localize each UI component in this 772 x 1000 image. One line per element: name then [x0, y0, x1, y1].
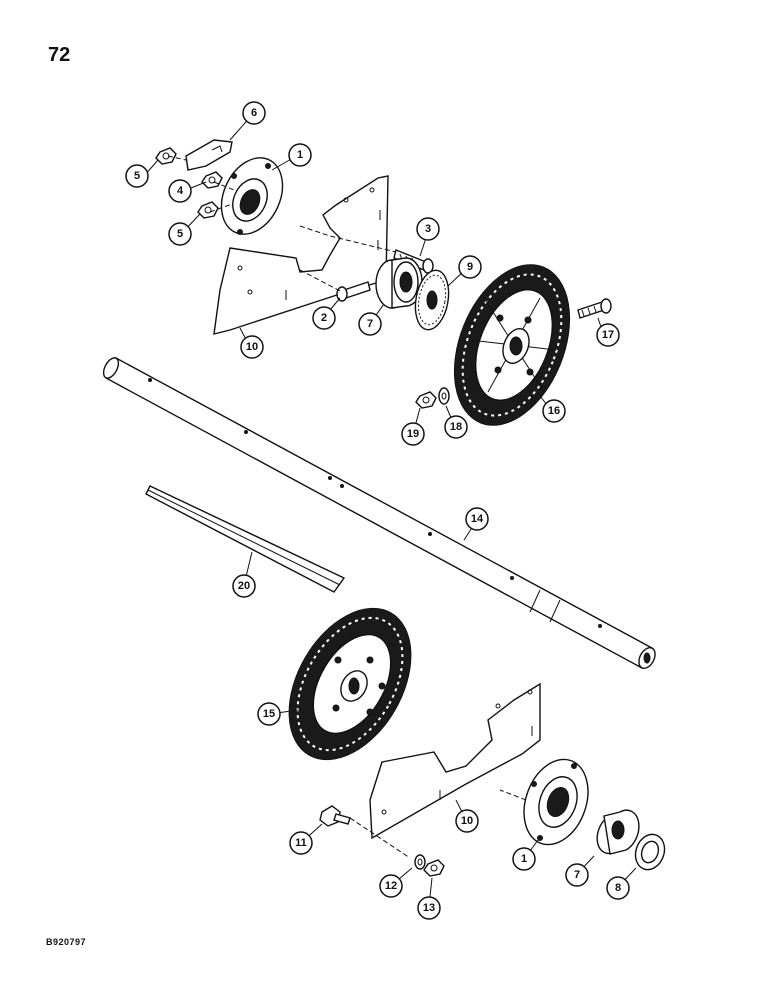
callout-1-lower: 1: [512, 847, 536, 871]
svg-text:7: 7: [574, 869, 580, 881]
page-number: 72: [48, 44, 71, 66]
svg-text:11: 11: [295, 837, 307, 849]
callout-16: 16: [542, 399, 566, 423]
svg-text:4: 4: [177, 185, 184, 197]
callout-13: 13: [417, 896, 441, 920]
svg-text:1: 1: [521, 853, 527, 865]
shaft: [102, 357, 656, 669]
nut-19: [415, 391, 437, 409]
svg-text:5: 5: [134, 170, 140, 182]
callout-1-upper: 1: [288, 143, 312, 167]
sprocket: [414, 269, 450, 331]
bolt-11: [319, 805, 351, 827]
svg-text:7: 7: [367, 318, 373, 330]
drawing-code: B920797: [46, 937, 87, 947]
callout-11: 11: [289, 831, 313, 855]
callout-10-upper: 10: [240, 335, 264, 359]
callout-10-lower: 10: [455, 809, 479, 833]
svg-text:9: 9: [467, 261, 473, 273]
disc-lower: [288, 607, 412, 761]
callout-20: 20: [232, 574, 256, 598]
locking-collar: [634, 833, 666, 871]
svg-text:2: 2: [321, 312, 327, 324]
callout-4: 4: [168, 179, 192, 203]
callout-19: 19: [401, 422, 425, 446]
svg-text:16: 16: [548, 405, 560, 417]
bracket-upper: [185, 139, 233, 171]
callout-9: 9: [458, 255, 482, 279]
svg-text:10: 10: [246, 341, 258, 353]
callout-7-upper: 7: [358, 312, 382, 336]
washer-18: [438, 387, 450, 405]
nut-4: [201, 171, 223, 189]
callout-17: 17: [596, 323, 620, 347]
callout-18: 18: [444, 415, 468, 439]
side-plate-lower: [369, 682, 541, 840]
svg-text:3: 3: [425, 223, 431, 235]
bearing-upper: [375, 257, 423, 309]
bearing-lower: [596, 809, 640, 855]
callout-14: 14: [465, 507, 489, 531]
svg-text:12: 12: [385, 880, 397, 892]
svg-text:18: 18: [450, 421, 462, 433]
nut-5-upper: [155, 147, 177, 165]
svg-text:17: 17: [602, 329, 614, 341]
bearing-flange-lower: [523, 758, 589, 846]
callout-15: 15: [257, 702, 281, 726]
callout-6: 6: [242, 101, 266, 125]
svg-text:6: 6: [251, 107, 257, 119]
callout-5-lower: 5: [168, 222, 192, 246]
disc-upper: [453, 264, 571, 426]
callout-2: 2: [312, 306, 336, 330]
strip-20: [145, 485, 346, 593]
svg-text:1: 1: [297, 149, 303, 161]
nut-13: [423, 859, 445, 877]
svg-text:10: 10: [461, 815, 473, 827]
svg-text:13: 13: [423, 902, 435, 914]
svg-text:19: 19: [407, 428, 419, 440]
svg-text:20: 20: [238, 580, 250, 592]
bolt-17: [577, 298, 612, 319]
svg-text:5: 5: [177, 228, 183, 240]
side-plate-upper: [213, 175, 389, 335]
svg-text:8: 8: [615, 882, 621, 894]
callout-7-lower: 7: [565, 863, 589, 887]
nut-5-lower: [197, 201, 219, 219]
svg-text:15: 15: [263, 708, 275, 720]
callout-5-upper: 5: [125, 164, 149, 188]
bearing-flange-upper: [220, 157, 284, 235]
svg-text:14: 14: [471, 513, 484, 525]
callout-12: 12: [379, 874, 403, 898]
callout-3: 3: [416, 217, 440, 241]
callout-8: 8: [606, 876, 630, 900]
washer-12: [414, 854, 426, 870]
